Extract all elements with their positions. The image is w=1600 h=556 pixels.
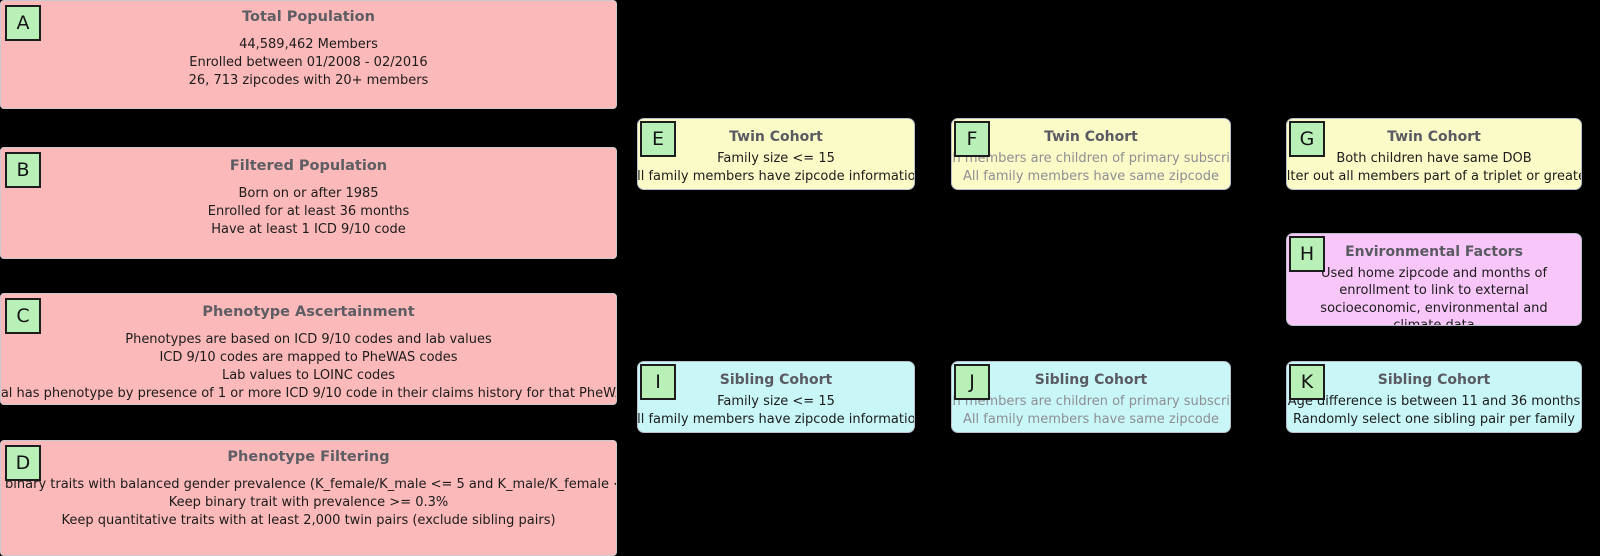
node-title-i: Sibling Cohort — [719, 372, 833, 388]
node-body-a: Total Population 44,589,462 Members Enro… — [1, 1, 616, 108]
node-k-sibling-cohort[interactable]: K Sibling Cohort Age difference is betwe… — [1286, 361, 1582, 433]
node-title-k: Sibling Cohort — [1377, 372, 1491, 388]
node-body-h: Environmental Factors Used home zipcode … — [1287, 234, 1581, 325]
node-line: Keep binary trait with prevalence >= 0.3… — [168, 495, 449, 511]
node-title-c: Phenotype Ascertainment — [202, 304, 415, 320]
node-line: Both members are children of primary sub… — [952, 150, 1230, 166]
node-line: Phenotypes are based on ICD 9/10 codes a… — [125, 332, 492, 348]
node-line: Have at least 1 ICD 9/10 code — [211, 222, 406, 238]
node-lines-d: Keep binary traits with balanced gender … — [0, 476, 617, 530]
node-badge-a: A — [5, 5, 41, 41]
node-line: Filter out all members part of a triplet… — [1286, 168, 1582, 184]
node-body-g: Twin Cohort Both children have same DOB … — [1287, 119, 1581, 189]
node-lines-a: 44,589,462 Members Enrolled between 01/2… — [189, 36, 429, 90]
node-a-total-population[interactable]: A Total Population 44,589,462 Members En… — [0, 0, 617, 109]
node-line: Family size <= 15 — [717, 393, 835, 409]
node-title-a: Total Population — [242, 9, 375, 25]
node-lines-e: Family size <= 15 All family members hav… — [637, 150, 915, 186]
node-badge-f: F — [954, 121, 990, 157]
node-lines-h: Used home zipcode and months of enrollme… — [1303, 265, 1565, 326]
node-line: Both children have same DOB — [1336, 150, 1532, 166]
node-title-g: Twin Cohort — [1387, 129, 1481, 145]
node-f-twin-cohort[interactable]: F Twin Cohort Both members are children … — [951, 118, 1231, 190]
node-lines-c: Phenotypes are based on ICD 9/10 codes a… — [0, 331, 616, 403]
node-d-phenotype-filtering[interactable]: D Phenotype Filtering Keep binary traits… — [0, 440, 617, 556]
node-line: All family members have zipcode informat… — [637, 411, 915, 427]
node-title-d: Phenotype Filtering — [227, 449, 390, 465]
node-line: Enrolled between 01/2008 - 02/2016 — [189, 55, 428, 71]
node-line: 44,589,462 Members — [239, 37, 378, 53]
node-i-sibling-cohort[interactable]: I Sibling Cohort Family size <= 15 All f… — [637, 361, 915, 433]
node-line: All family members have same zipcode — [963, 411, 1219, 427]
node-line: Both members are children of primary sub… — [952, 393, 1230, 409]
node-c-phenotype-ascertainment[interactable]: C Phenotype Ascertainment Phenotypes are… — [0, 293, 617, 405]
node-badge-e: E — [640, 121, 676, 157]
node-body-j: Sibling Cohort Both members are children… — [952, 362, 1230, 432]
node-lines-b: Born on or after 1985 Enrolled for at le… — [208, 185, 410, 239]
node-line: 26, 713 zipcodes with 20+ members — [188, 73, 429, 89]
node-line: Individual has phenotype by presence of … — [0, 386, 616, 402]
node-badge-g: G — [1289, 121, 1325, 157]
node-lines-i: Family size <= 15 All family members hav… — [637, 393, 915, 429]
node-lines-j: Both members are children of primary sub… — [952, 393, 1230, 429]
node-line: All family members have zipcode informat… — [637, 168, 915, 184]
node-badge-k: K — [1289, 364, 1325, 400]
node-line: Randomly select one sibling pair per fam… — [1293, 411, 1575, 427]
node-line: Family size <= 15 — [717, 150, 835, 166]
node-body-i: Sibling Cohort Family size <= 15 All fam… — [638, 362, 914, 432]
node-line: All family members have same zipcode — [963, 168, 1219, 184]
node-h-environmental-factors[interactable]: H Environmental Factors Used home zipcod… — [1286, 233, 1582, 326]
node-e-twin-cohort[interactable]: E Twin Cohort Family size <= 15 All fami… — [637, 118, 915, 190]
node-j-sibling-cohort[interactable]: J Sibling Cohort Both members are childr… — [951, 361, 1231, 433]
node-line: Born on or after 1985 — [238, 186, 379, 202]
node-body-e: Twin Cohort Family size <= 15 All family… — [638, 119, 914, 189]
node-line: Lab values to LOINC codes — [221, 368, 396, 384]
node-lines-k: Age difference is between 11 and 36 mont… — [1288, 393, 1580, 429]
node-body-k: Sibling Cohort Age difference is between… — [1287, 362, 1581, 432]
node-title-b: Filtered Population — [229, 158, 388, 174]
node-title-h: Environmental Factors — [1345, 244, 1523, 260]
node-badge-j: J — [954, 364, 990, 400]
node-body-c: Phenotype Ascertainment Phenotypes are b… — [1, 294, 616, 404]
node-line: Used home zipcode and months of enrollme… — [1320, 265, 1548, 326]
node-badge-d: D — [5, 445, 41, 481]
node-badge-i: I — [640, 364, 676, 400]
node-lines-f: Both members are children of primary sub… — [952, 150, 1230, 186]
node-title-f: Twin Cohort — [1044, 129, 1138, 145]
node-line: ICD 9/10 codes are mapped to PheWAS code… — [159, 350, 458, 366]
node-line: Keep binary traits with balanced gender … — [0, 477, 617, 493]
node-badge-b: B — [5, 152, 41, 188]
node-badge-h: H — [1289, 236, 1325, 272]
node-b-filtered-population[interactable]: B Filtered Population Born on or after 1… — [0, 147, 617, 259]
node-body-d: Phenotype Filtering Keep binary traits w… — [1, 441, 616, 555]
node-line: Age difference is between 11 and 36 mont… — [1287, 393, 1581, 409]
node-line: Enrolled for at least 36 months — [207, 204, 410, 220]
node-lines-g: Both children have same DOB Filter out a… — [1286, 150, 1582, 186]
node-body-f: Twin Cohort Both members are children of… — [952, 119, 1230, 189]
node-title-e: Twin Cohort — [729, 129, 823, 145]
node-badge-c: C — [5, 298, 41, 334]
node-line: Keep quantitative traits with at least 2… — [61, 513, 556, 529]
node-body-b: Filtered Population Born on or after 198… — [1, 148, 616, 258]
node-title-j: Sibling Cohort — [1034, 372, 1148, 388]
node-g-twin-cohort[interactable]: G Twin Cohort Both children have same DO… — [1286, 118, 1582, 190]
